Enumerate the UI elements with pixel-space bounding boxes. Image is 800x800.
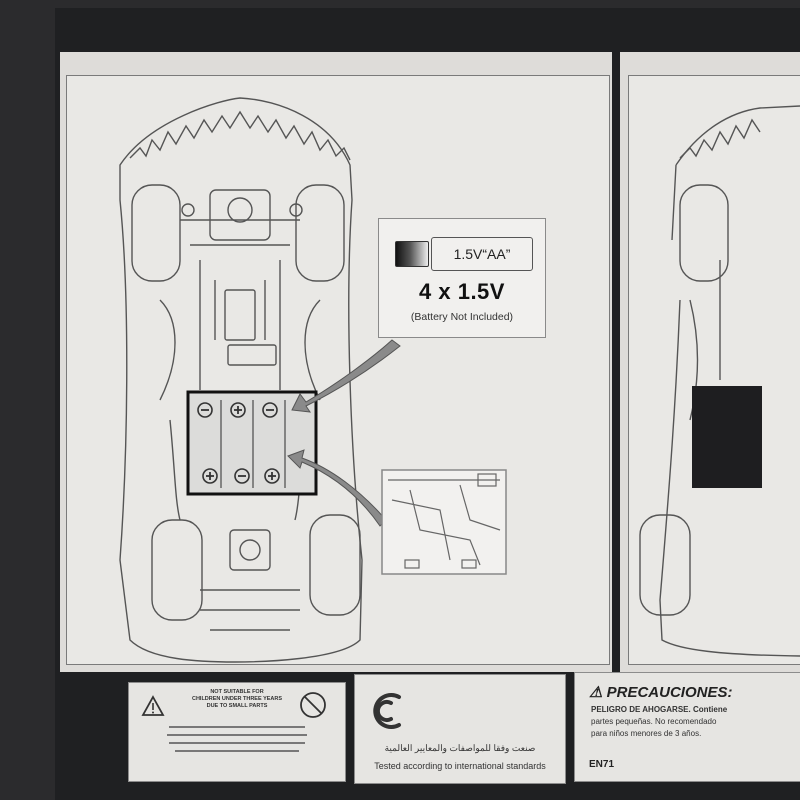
- en71-label: EN71: [589, 759, 615, 770]
- precaution-line-3: para niños menores de 3 años.: [591, 729, 702, 738]
- small-parts-warning-panel: NOT SUITABLE FOR CHILDREN UNDER THREE YE…: [128, 682, 346, 782]
- precaution-line-2: partes pequeñas. No recomendado: [591, 717, 717, 726]
- right-car-drawing: [639, 105, 800, 657]
- tested-standards-text: Tested according to international standa…: [374, 761, 546, 771]
- warning-triangle-icon: ⚠: [589, 684, 603, 701]
- no-small-children-icon: [300, 692, 326, 718]
- warning-triangle-icon: [141, 695, 165, 716]
- left-diagram-frame: [66, 75, 610, 665]
- battery-info-card: 1.5V“AA” 4 x 1.5V (Battery Not Included): [378, 218, 546, 338]
- cover-inset: [381, 469, 507, 575]
- warning-line-2: CHILDREN UNDER THREE YEARS: [191, 696, 283, 702]
- arabic-standards-text: صنعت وفقا للمواصفات والمعايير العالمية: [384, 743, 536, 753]
- battery-note: (Battery Not Included): [410, 311, 514, 323]
- warning-line-3: DUE TO SMALL PARTS: [206, 703, 268, 709]
- certification-logo-icon: [373, 693, 401, 729]
- battery-count-label: 4 x 1.5V: [419, 279, 505, 304]
- battery-icon: [395, 241, 429, 267]
- right-battery-cover: [692, 386, 762, 488]
- standards-panel: صنعت وفقا للمواصفات والمعايير العالمية T…: [354, 674, 566, 784]
- precautions-title: ⚠ PRECAUCIONES:: [589, 684, 733, 701]
- right-diagram-frame: [628, 75, 800, 665]
- precaution-line-1: PELIGRO DE AHOGARSE. Contiene: [591, 705, 728, 714]
- precautions-panel: ⚠ PRECAUCIONES: PELIGRO DE AHOGARSE. Con…: [574, 672, 800, 782]
- warning-line-1: NOT SUITABLE FOR: [210, 689, 264, 695]
- battery-type-label: 1.5V“AA”: [431, 237, 533, 271]
- pointer-arrows: [287, 339, 401, 527]
